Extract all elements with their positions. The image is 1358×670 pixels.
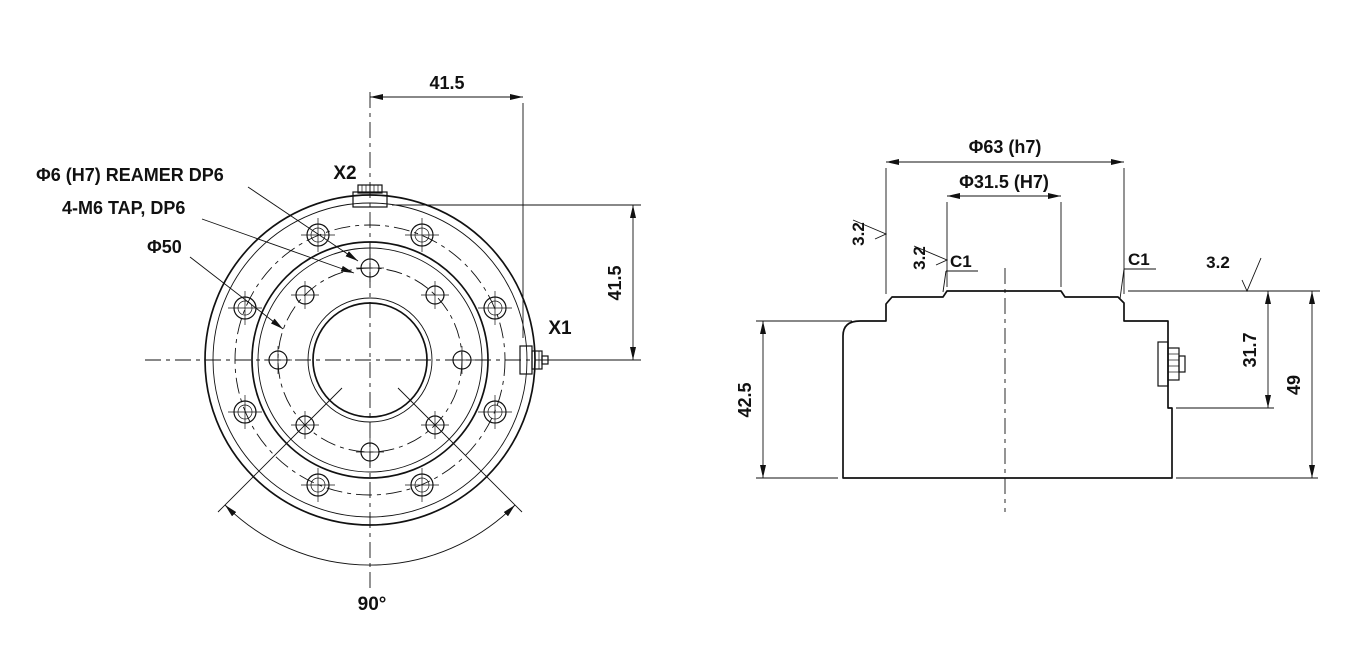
bore-circle	[312, 302, 428, 418]
base-chamfer-circle	[212, 202, 528, 518]
connector-x2-label: X2	[333, 163, 356, 184]
front-view: X2 X1 41.5 41.5 Φ6 (H7) REAMER DP6	[36, 73, 641, 615]
bolt-hole	[227, 394, 263, 430]
chamfer-bore-text: C1	[950, 252, 972, 271]
bore-chamfer-circle	[307, 297, 433, 423]
dim-phi63-text: Φ63 (h7)	[969, 137, 1042, 157]
dim-top-text: 41.5	[429, 73, 464, 93]
connector-x2	[352, 184, 388, 208]
tap-hole	[447, 345, 477, 375]
reamer-hole	[355, 437, 385, 467]
boss-circle	[251, 241, 489, 479]
roughness-top: 3.2	[1206, 253, 1262, 292]
tap-hole	[420, 280, 450, 310]
reamer-hole	[355, 253, 385, 283]
dim-phi31-5-text: Φ31.5 (H7)	[959, 172, 1049, 192]
note-bolt-circle: Φ50	[147, 237, 284, 330]
bolt-hole	[477, 290, 513, 326]
roughness-boss-text: 3.2	[849, 222, 868, 246]
note-bolt-circle-text: Φ50	[147, 237, 182, 257]
roughness-bore-text: 3.2	[910, 246, 929, 270]
note-reamer-text: Φ6 (H7) REAMER DP6	[36, 165, 224, 185]
note-tap: 4-M6 TAP, DP6	[62, 198, 355, 274]
tap-hole	[263, 345, 293, 375]
roughness-bore: 3.2	[910, 245, 948, 270]
side-profile	[842, 290, 1173, 479]
dimension-top-41-5: 41.5	[370, 73, 524, 338]
chamfer-note-boss: C1	[1119, 250, 1156, 300]
side-view: Φ63 (h7) Φ31.5 (H7) 3.2 3.2 3.2 C1	[735, 137, 1320, 512]
bolt-hole	[300, 467, 336, 503]
outer-bolt-circle	[234, 224, 506, 496]
dim-42-5-text: 42.5	[735, 382, 755, 417]
bolt-hole	[477, 394, 513, 430]
dim-31-7-text: 31.7	[1240, 332, 1260, 367]
connector-x1-label: X1	[548, 318, 572, 339]
note-tap-text: 4-M6 TAP, DP6	[62, 198, 185, 218]
bolt-hole	[404, 467, 440, 503]
bolt-hole	[300, 217, 336, 253]
dimension-49: 49	[1176, 291, 1318, 479]
dimension-right-41-5: 41.5	[392, 204, 641, 361]
dimension-phi31-5: Φ31.5 (H7)	[946, 172, 1062, 287]
side-connector-x1	[1157, 341, 1186, 387]
angle-90: 90°	[217, 387, 523, 615]
dimension-42-5: 42.5	[735, 320, 852, 479]
dimension-phi63: Φ63 (h7)	[885, 137, 1125, 294]
bolt-hole	[227, 290, 263, 326]
roughness-top-text: 3.2	[1206, 253, 1230, 272]
chamfer-boss-text: C1	[1128, 250, 1150, 269]
dim-right-text: 41.5	[605, 265, 625, 300]
roughness-boss: 3.2	[849, 219, 887, 246]
dimension-31-7: 31.7	[1176, 291, 1274, 409]
boss-chamfer-circle	[257, 247, 483, 473]
bolt-hole	[404, 217, 440, 253]
dim-49-text: 49	[1284, 375, 1304, 395]
tap-hole	[290, 280, 320, 310]
angle-90-text: 90°	[358, 594, 387, 615]
note-reamer: Φ6 (H7) REAMER DP6	[36, 165, 359, 262]
chamfer-note-bore: C1	[942, 252, 978, 293]
